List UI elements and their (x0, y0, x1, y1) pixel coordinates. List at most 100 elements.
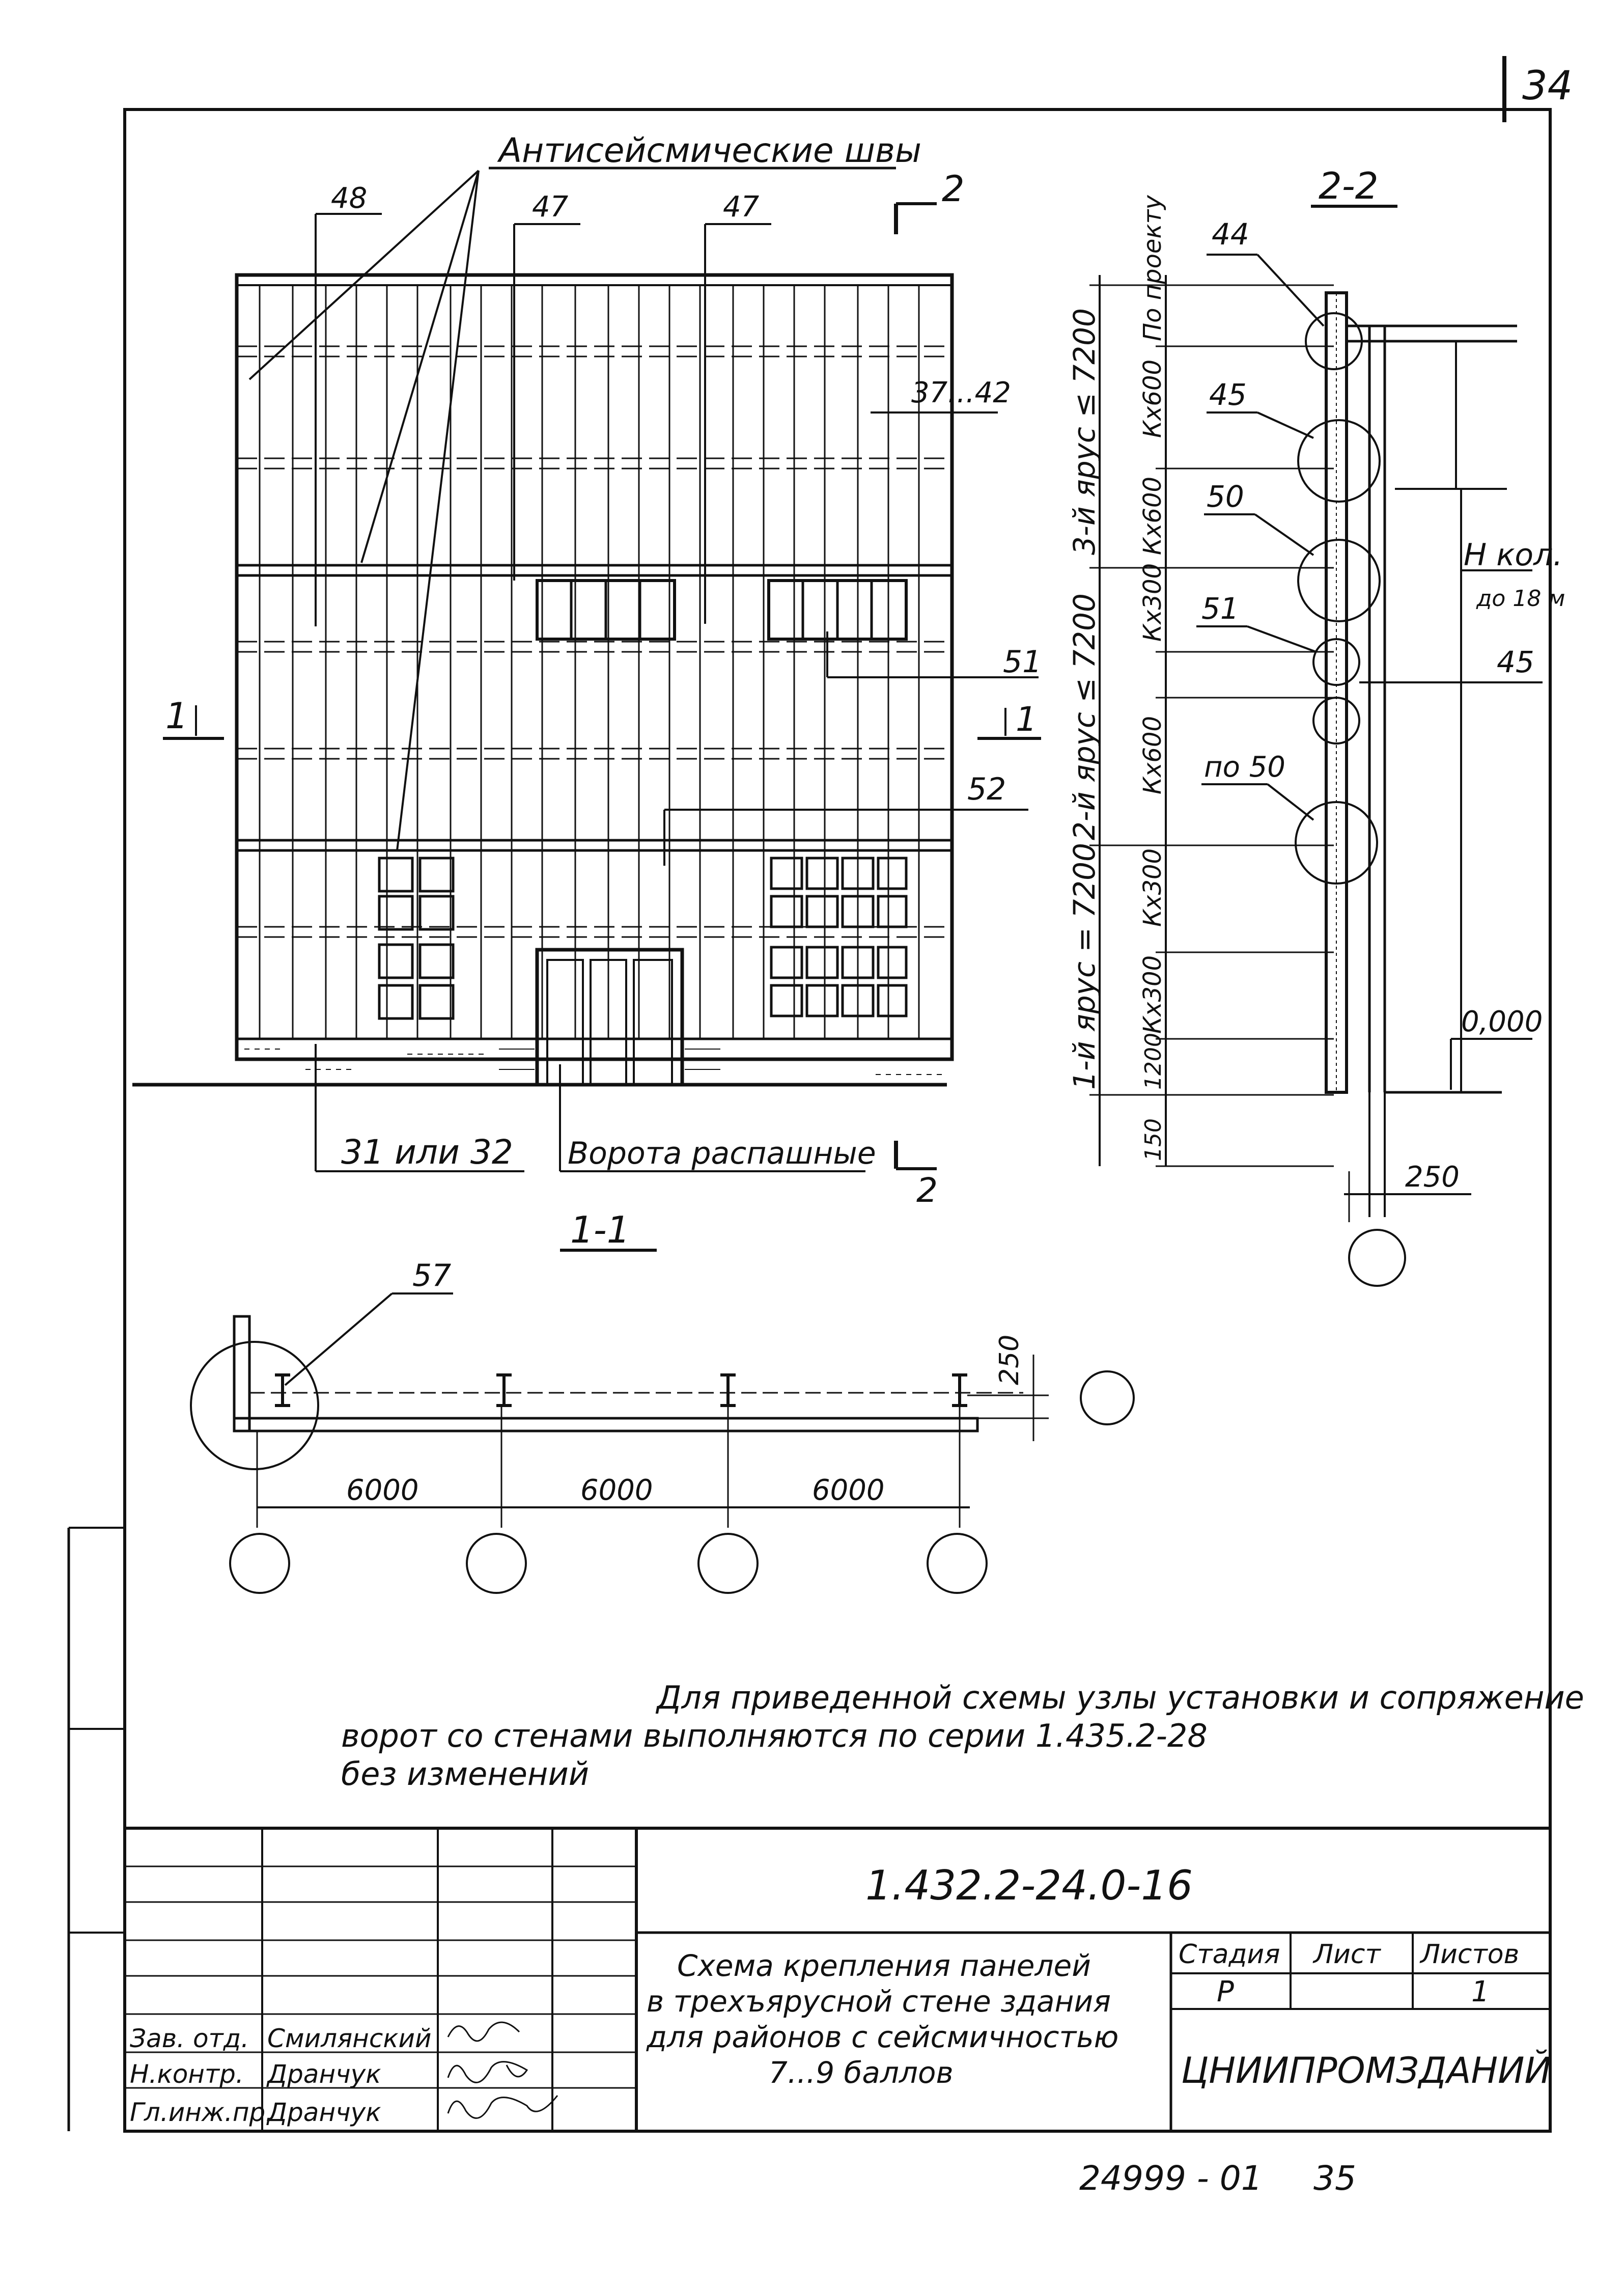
sheet-header: Лист (1312, 1939, 1381, 1970)
span-1: 6000 (346, 1474, 419, 1507)
section-mark-2-top-label: 2 (942, 168, 965, 210)
callout-47-left: 47 (532, 190, 569, 224)
dim-kx300-3: Кх300 (1138, 955, 1167, 1034)
dim-kx600-1: Кх600 (1138, 360, 1167, 438)
gate-label: Ворота распашные (568, 1136, 876, 1171)
detail-circle-57 (190, 1341, 319, 1470)
section-mark-1-right-label: 1 (1016, 700, 1037, 739)
callout-51-section: 51 (1201, 591, 1239, 626)
callout-47-right: 47 (723, 190, 760, 224)
dim-po-proektu: По проекту (1138, 195, 1167, 341)
axis-marker-1 (229, 1533, 290, 1594)
lower-window-right (770, 857, 908, 1017)
note-line-1: Для приведенной схемы узлы установки и с… (655, 1679, 1584, 1716)
description-line-4: 7...9 баллов (769, 2055, 954, 2090)
plan-dim-250: 250 (994, 1335, 1025, 1385)
callout-37-42: 37...42 (911, 376, 1011, 409)
dim-kx600-2: Кх600 (1138, 477, 1167, 555)
dim-1200: 1200 (1140, 1033, 1166, 1090)
name-2: Дранчук (266, 2059, 381, 2089)
tier1-label: 1-й ярус = 7200 (1067, 843, 1102, 1090)
callout-44: 44 (1212, 217, 1249, 252)
swing-gate (535, 948, 684, 1087)
dim-kx300-2: Кх300 (1138, 848, 1167, 927)
name-1: Смилянский (267, 2024, 432, 2053)
name-3: Дранчук (266, 2098, 381, 2127)
span-3: 6000 (812, 1474, 885, 1507)
detail-circle-50-repeat (1295, 801, 1378, 885)
callout-po-50: по 50 (1204, 751, 1285, 784)
note-line-2: ворот со стенами выполняются по серии 1.… (341, 1717, 1208, 1754)
sheets-header: Листов (1419, 1939, 1519, 1970)
section-1-1-view: 1-1 57 250 6000 6000 6000 (190, 1208, 1135, 1594)
detail-circle-44 (1305, 312, 1363, 370)
gate-leaf-2 (590, 959, 627, 1086)
dim-kx600-3: Кх600 (1138, 716, 1167, 794)
plan-axis-marker-right (1080, 1370, 1135, 1425)
axis-marker-4 (927, 1533, 988, 1594)
footer-number: 24999 - 01 (1079, 2159, 1263, 2198)
role-2: Н.контр. (130, 2059, 244, 2089)
callout-52: 52 (967, 772, 1006, 807)
plinth-hatch (244, 1049, 942, 1075)
seismic-seams-label: Антисейсмические швы (497, 131, 921, 170)
callout-50: 50 (1207, 479, 1244, 514)
seismic-leader-2 (360, 170, 480, 563)
crane-height-note: до 18 м (1476, 586, 1565, 612)
crane-height-label: Н кол. (1464, 537, 1563, 573)
page-number: 34 (1522, 63, 1573, 109)
footer-page: 35 (1313, 2159, 1356, 2198)
detail-circle-45-upper (1297, 419, 1381, 503)
floor-belt-upper (235, 564, 954, 577)
detail-circle-45-lower (1312, 697, 1360, 745)
detail-circle-50 (1297, 539, 1381, 622)
callout-57: 57 (412, 1258, 451, 1293)
seismic-leader-3 (396, 170, 480, 851)
dim-kx300-1: Кх300 (1138, 563, 1167, 642)
sheets-value: 1 (1471, 1975, 1490, 2008)
stage-header: Стадия (1179, 1939, 1280, 1970)
description-line-1: Схема крепления панелей (677, 1948, 1091, 1983)
section-2-2-title: 2-2 (1319, 164, 1379, 207)
building-outline (235, 273, 954, 1061)
axis-marker-2 (466, 1533, 527, 1594)
gate-leaf-3 (633, 959, 673, 1086)
designation: 1.432.2-24.0-16 (865, 1862, 1193, 1909)
callout-45-lower: 45 (1497, 645, 1534, 679)
description-line-3: для районов с сейсмичностью (646, 2020, 1118, 2054)
span-2: 6000 (580, 1474, 653, 1507)
signature-1 (447, 2021, 520, 2042)
tier3-label: 3-й ярус ≤ 7200 (1067, 308, 1102, 555)
role-1: Зав. отд. (130, 2024, 249, 2053)
dim-150: 150 (1140, 1118, 1166, 1161)
organization: ЦНИИПРОМЗДАНИЙ (1181, 2050, 1551, 2091)
wall-dim-250: 250 (1405, 1161, 1460, 1194)
detail-circle-51 (1312, 638, 1360, 686)
callout-48: 48 (331, 182, 367, 215)
floor-belt-lower (235, 839, 954, 852)
stage-value: Р (1217, 1975, 1234, 2008)
plan-wall-long (233, 1417, 979, 1433)
zero-mark: 0,000 (1461, 1005, 1543, 1038)
axis-marker-2-2 (1348, 1229, 1406, 1287)
callout-51: 51 (1003, 644, 1042, 680)
tier2-label: 2-й ярус ≤ 7200 (1067, 593, 1102, 840)
section-1-1-title: 1-1 (570, 1208, 630, 1251)
role-3: Гл.инж.пр. (130, 2098, 273, 2127)
title-block: 1.432.2-24.0-16 Стадия Лист Листов Р 1 Ц… (123, 1827, 1552, 2133)
signature-2 (447, 2061, 528, 2083)
plinth-label: 31 или 32 (341, 1133, 513, 1172)
section-mark-1-left-label: 1 (165, 695, 188, 737)
lower-window-left (378, 857, 455, 1020)
description-line-2: в трехъярусной стене здания (647, 1984, 1111, 2019)
signature-3 (447, 2095, 558, 2119)
section-2-2-view: 2-2 44 45 50 51 45 (1067, 164, 1565, 1287)
note-line-3: без изменений (341, 1755, 589, 1793)
axis-marker-3 (697, 1533, 759, 1594)
plan-wall-end (233, 1315, 251, 1433)
elevation-view: Антисейсмические швы (132, 131, 1042, 1210)
section-mark-2-bottom-label: 2 (916, 1171, 938, 1210)
gate-leaf-1 (546, 959, 584, 1086)
callout-45-upper: 45 (1209, 377, 1247, 412)
